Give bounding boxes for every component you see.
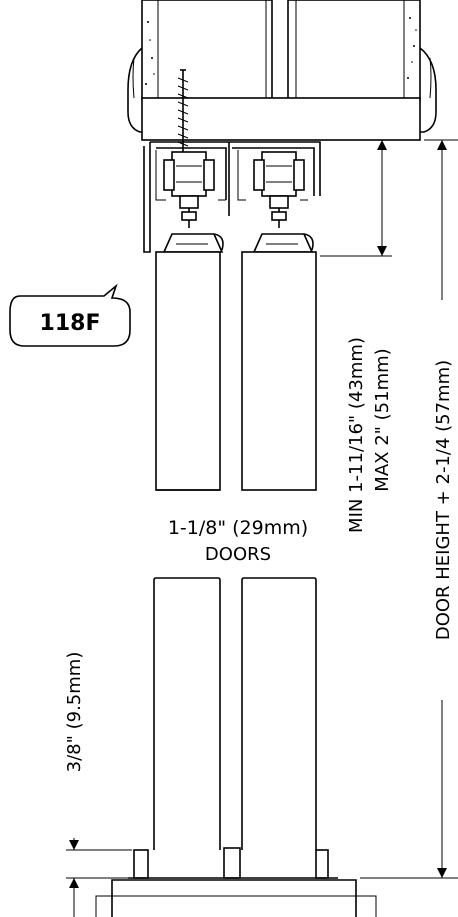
door-left-lower (153, 577, 221, 850)
dimension-opening-height (360, 139, 458, 879)
floor-guide (128, 847, 338, 879)
door-right-lower (241, 577, 317, 850)
max-clearance-label: MAX 2" (51mm) (372, 348, 393, 491)
roller-carriage-left (163, 151, 215, 228)
callout-118f: 118F (9, 283, 131, 347)
doors-label: DOORS (205, 544, 271, 565)
door-right-upper (241, 251, 317, 491)
door-left-upper (155, 251, 221, 491)
callout-label: 118F (40, 311, 101, 336)
min-clearance-label: MIN 1-11/16" (43mm) (346, 337, 367, 533)
opening-height-label: DOOR HEIGHT + 2-1/4 (57mm) (433, 360, 454, 640)
door-top-bracket-right (252, 233, 314, 253)
dimension-floor-gap (66, 838, 132, 917)
door-top-bracket-left (162, 233, 224, 253)
dimension-track-clearance (320, 139, 400, 257)
header-board (141, 97, 421, 141)
floor-gap-label: 3/8" (9.5mm) (64, 652, 85, 773)
concrete-texture (145, 17, 417, 85)
door-thickness-label: 1-1/8" (29mm) (168, 517, 308, 539)
roller-carriage-right (253, 151, 305, 228)
track-extrusion (143, 141, 321, 253)
floor (95, 879, 377, 917)
